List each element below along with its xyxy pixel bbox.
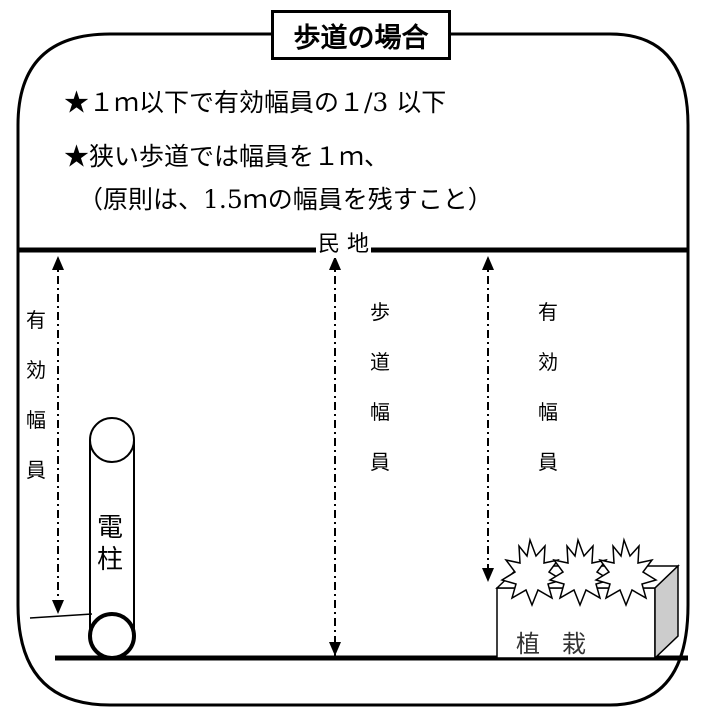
left-effective-width-arrow — [52, 256, 64, 614]
utility-pole-char: 電 — [96, 513, 123, 543]
sidewalk-width-char: 道 — [370, 350, 390, 374]
right-effective-width-char: 幅 — [538, 400, 558, 424]
private-land-label: 民 地 — [316, 226, 371, 258]
planter-label: 植栽 — [516, 630, 608, 658]
sidewalk-width-char: 幅 — [370, 400, 390, 424]
shrub-2 — [548, 537, 612, 608]
right-effective-width-char: 員 — [538, 450, 558, 474]
sidewalk-width-char: 員 — [370, 450, 390, 474]
utility-pole — [29, 417, 136, 660]
left-effective-width-char: 員 — [26, 458, 46, 482]
sidewalk-width-label: 歩 道 幅 員 — [366, 302, 394, 502]
shrub-3 — [594, 537, 658, 608]
note-line-1: ★１ｍ以下で有効幅員の１/3 以下 — [64, 88, 447, 117]
note-line-3: （原則は、1.5ｍの幅員を残すこと） — [78, 185, 493, 214]
note-line-2: ★狭い歩道では幅員を１ｍ、 — [64, 142, 390, 171]
shrub-1 — [500, 537, 564, 608]
outer-frame — [16, 32, 690, 707]
shrubs — [500, 537, 658, 608]
sidewalk-width-char: 歩 — [370, 300, 390, 324]
sidewalk-width-arrow — [329, 256, 341, 656]
left-effective-width-char: 幅 — [26, 408, 46, 432]
right-effective-width-arrow — [482, 256, 494, 582]
page-title: 歩道の場合 — [293, 22, 429, 54]
left-effective-width-char: 効 — [26, 358, 46, 382]
left-effective-width-label: 有 効 幅 員 — [22, 310, 50, 510]
utility-pole-label: 電 柱 — [92, 512, 128, 576]
title-box: 歩道の場合 — [271, 10, 451, 60]
utility-pole-char: 柱 — [96, 545, 123, 575]
left-effective-width-char: 有 — [26, 308, 46, 332]
right-effective-width-label: 有 効 幅 員 — [534, 302, 562, 502]
right-effective-width-char: 有 — [538, 300, 558, 324]
right-effective-width-char: 効 — [538, 350, 558, 374]
